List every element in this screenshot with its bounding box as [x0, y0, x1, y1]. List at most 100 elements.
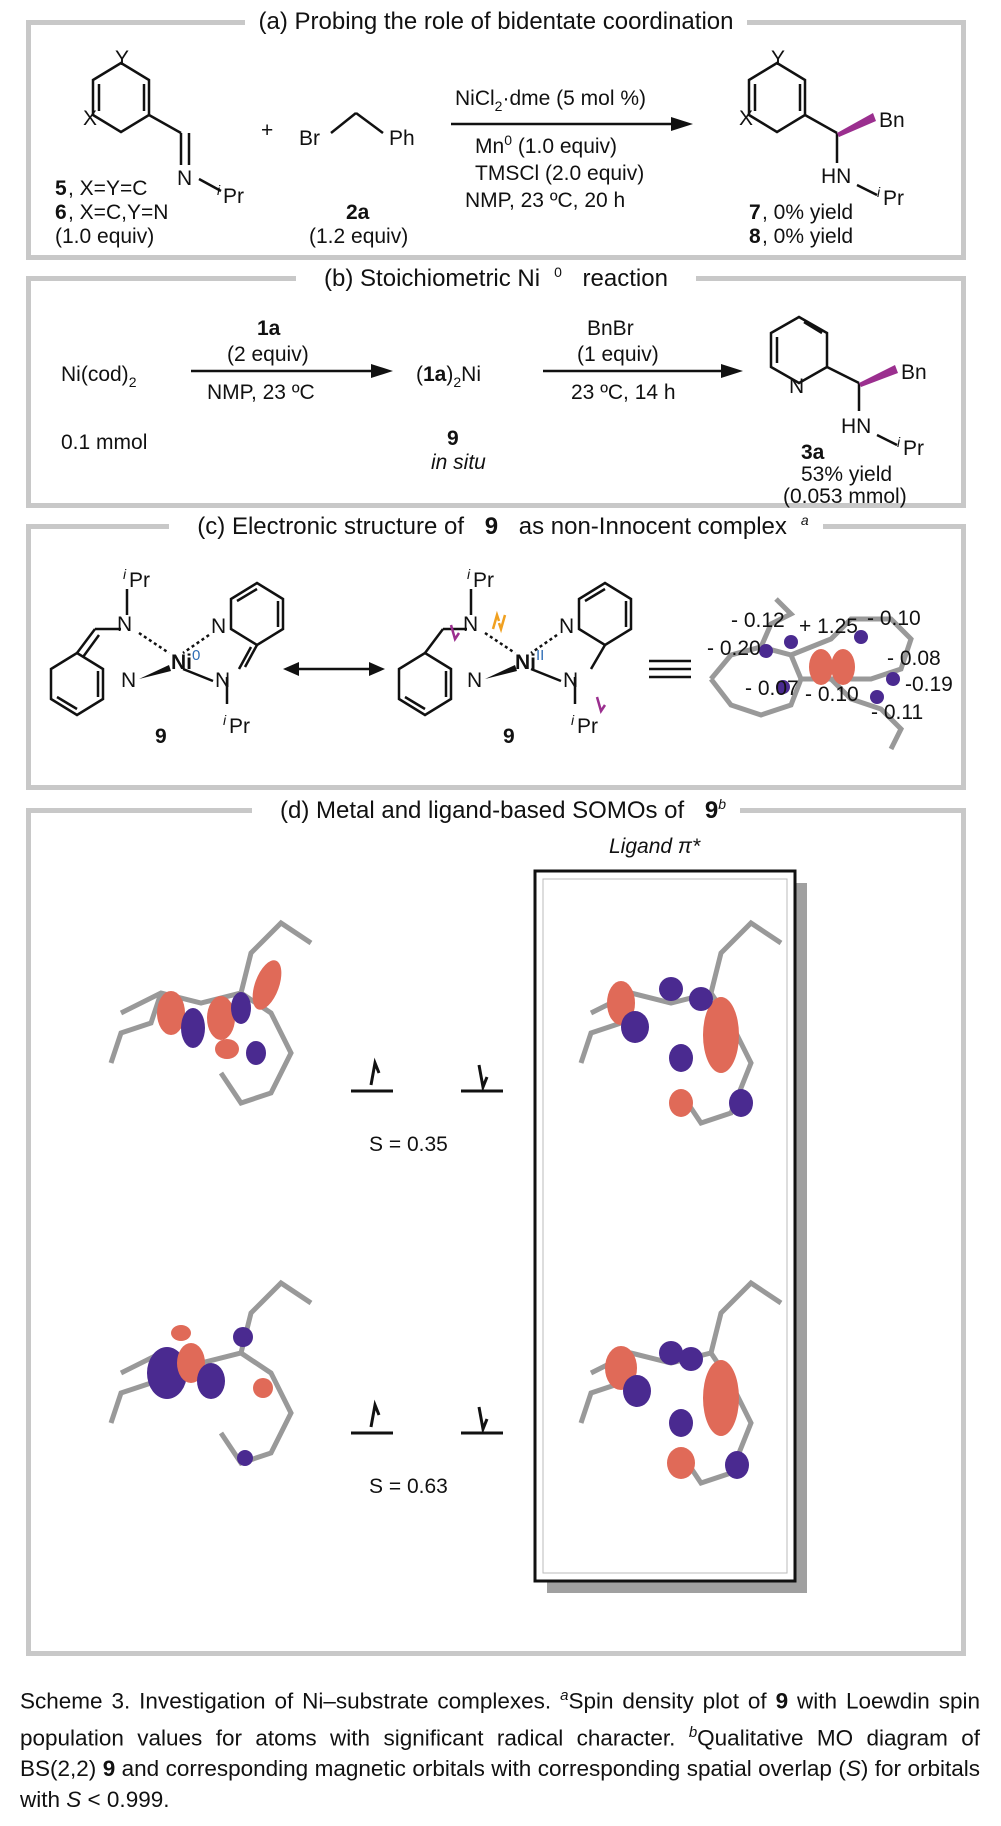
product-3a-mmol: (0.053 mmol): [783, 485, 907, 508]
spin-density-molecule: [709, 597, 914, 751]
product-3a-structure: [769, 315, 861, 411]
ni2-ipr-bottom-i: i: [571, 712, 575, 728]
ni2-dashed-bond-2: [530, 633, 558, 655]
panel-a-scheme: Y X N i Pr 5 , X=Y=C 6 , X=C,Y=N (1.0 eq…: [55, 47, 905, 248]
ni2-n3: N: [559, 615, 574, 638]
panel-c-scheme: N N N N Ni0 i Pr i Pr 9 N: [49, 566, 953, 751]
arrow2-equiv: (1 equiv): [577, 343, 659, 366]
panel-a: (a) Probing the role of bidentate coordi…: [26, 8, 966, 260]
ni2-n1: N: [463, 613, 478, 636]
reactant-equiv: (1.0 equiv): [55, 225, 154, 248]
compound-2a-label: 2a: [346, 201, 370, 224]
spin-level-up-2: [351, 1399, 393, 1435]
arrow1-conditions: NMP, 23 ºC: [207, 381, 315, 404]
compound-3a-label: 3a: [801, 441, 825, 464]
scheme-caption: Scheme 3. Investigation of Ni–substrate …: [20, 1687, 981, 1812]
resonance-arrowhead-right: [369, 662, 385, 676]
compound-7-label: 7: [749, 201, 761, 224]
ni2-wedge-1: [485, 665, 517, 679]
spin-level-up-1: [351, 1057, 393, 1093]
benzyl-equiv: (1.2 equiv): [309, 225, 408, 248]
ni2-n4: N: [563, 669, 578, 692]
ni0-dashed-bond-1: [138, 631, 170, 655]
reactant-imine-n: N: [177, 167, 192, 190]
compound-9-label: 9: [447, 427, 459, 450]
spin-value-5: - 0.08: [887, 647, 941, 670]
ligand-pi-label: Ligand π*: [609, 835, 701, 858]
compound-5-label: 5: [55, 177, 67, 200]
ligand-orbital-top-right: [578, 919, 783, 1126]
ni0-complex-structure: [49, 581, 285, 717]
overlap-s2: S = 0.63: [369, 1475, 448, 1498]
reaction-arrowhead-b2: [721, 364, 743, 378]
spin-value-3: - 0.10: [867, 607, 921, 630]
panel-a-title: (a) Probing the role of bidentate coordi…: [244, 8, 748, 35]
product-3a-ipr-i: i: [897, 434, 901, 450]
spin-value-4: - 0.20: [707, 637, 761, 660]
ni2-ipr-top-i: i: [467, 566, 471, 582]
ni0-bond-n: [182, 667, 214, 683]
ni0-ipr-bottom: Pr: [229, 715, 250, 738]
reactant-ring-x: X: [83, 107, 97, 130]
arrow1-reagent: 1a: [257, 317, 281, 340]
overlap-s1: S = 0.35: [369, 1133, 448, 1156]
arrow2-conditions: 23 ºC, 14 h: [571, 381, 676, 404]
spin-level-down-1: [461, 1064, 503, 1093]
benzyl-ph: Ph: [389, 127, 415, 150]
ni0-n2: N: [121, 669, 136, 692]
product-ipr-i: i: [877, 184, 881, 200]
ni2-label-9: 9: [503, 725, 515, 748]
panel-d-diagram: Ligand π* S = 0.35: [108, 835, 807, 1593]
arrow1-equiv: (2 equiv): [227, 343, 309, 366]
imine-reactant-structure: [91, 61, 222, 193]
ni2-ipr-top: Pr: [473, 569, 494, 592]
ni2-bond-n: [530, 667, 562, 683]
product-3a-n: N: [789, 375, 804, 398]
compound-6-label: 6: [55, 201, 67, 224]
product-wedge-bond: [837, 113, 876, 137]
product-3a-ipr: Pr: [903, 437, 924, 460]
product-3a-yield: 53% yield: [801, 463, 892, 486]
ni0-dashed-bond-2: [182, 633, 210, 655]
reaction-arrowhead-b1: [371, 364, 393, 378]
somo-orbital-bottom-left: [108, 1279, 313, 1466]
spin-level-down-2: [461, 1406, 503, 1435]
intermediate-complex: (1a)2Ni: [416, 363, 481, 390]
ni2-ipr-bottom: Pr: [577, 715, 598, 738]
spin-value-9: - 0.11: [871, 701, 923, 724]
condition-tmscl: TMSCl (2.0 equiv): [475, 162, 644, 185]
panel-b-scheme: Ni(cod)2 0.1 mmol 1a (2 equiv) NMP, 23 º…: [61, 315, 927, 508]
condition-mn: Mn0 (1.0 equiv): [475, 132, 617, 158]
panel-c: (c) Electronic structure of 9 as non-Inn…: [26, 512, 966, 790]
product-n-bond: [856, 183, 878, 197]
compound-8-text: , 0% yield: [762, 225, 853, 248]
ni0-n4: N: [215, 669, 230, 692]
spin-value-8: - 0.10: [805, 683, 859, 706]
spin-arrow-ligand-1: [449, 624, 461, 642]
spin-arrows-ni: [491, 610, 507, 634]
ni2-center: NiII: [515, 647, 544, 674]
spin-value-6: -0.19: [905, 673, 953, 696]
product-3a-hn: HN: [841, 415, 871, 438]
nicod-amount: 0.1 mmol: [61, 431, 147, 454]
product-3a-wedge: [859, 365, 898, 387]
amine-product-structure: [747, 61, 839, 163]
panel-c-title: (c) Electronic structure of 9 as non-Inn…: [169, 512, 823, 540]
compound-7-text: , 0% yield: [762, 201, 853, 224]
compound-6-text: , X=C,Y=N: [68, 201, 168, 224]
compound-8-label: 8: [749, 225, 761, 248]
product-ipr: Pr: [883, 187, 904, 210]
in-situ-label: in situ: [431, 451, 486, 474]
product-bn: Bn: [879, 109, 905, 132]
plus-sign: +: [261, 119, 273, 142]
ligand-orbital-bottom-right: [578, 1279, 783, 1486]
ni2-complex-structure: [397, 581, 633, 717]
reactant-ipr: Pr: [223, 185, 244, 208]
reaction-arrowhead-a: [671, 117, 693, 131]
product-hn: HN: [821, 165, 851, 188]
product-3a-bn: Bn: [901, 361, 927, 384]
spin-population-labels: - 0.12 + 1.25 - 0.10 - 0.20 - 0.08 -0.19…: [707, 607, 953, 724]
ligand-box-inner: [542, 878, 788, 1574]
